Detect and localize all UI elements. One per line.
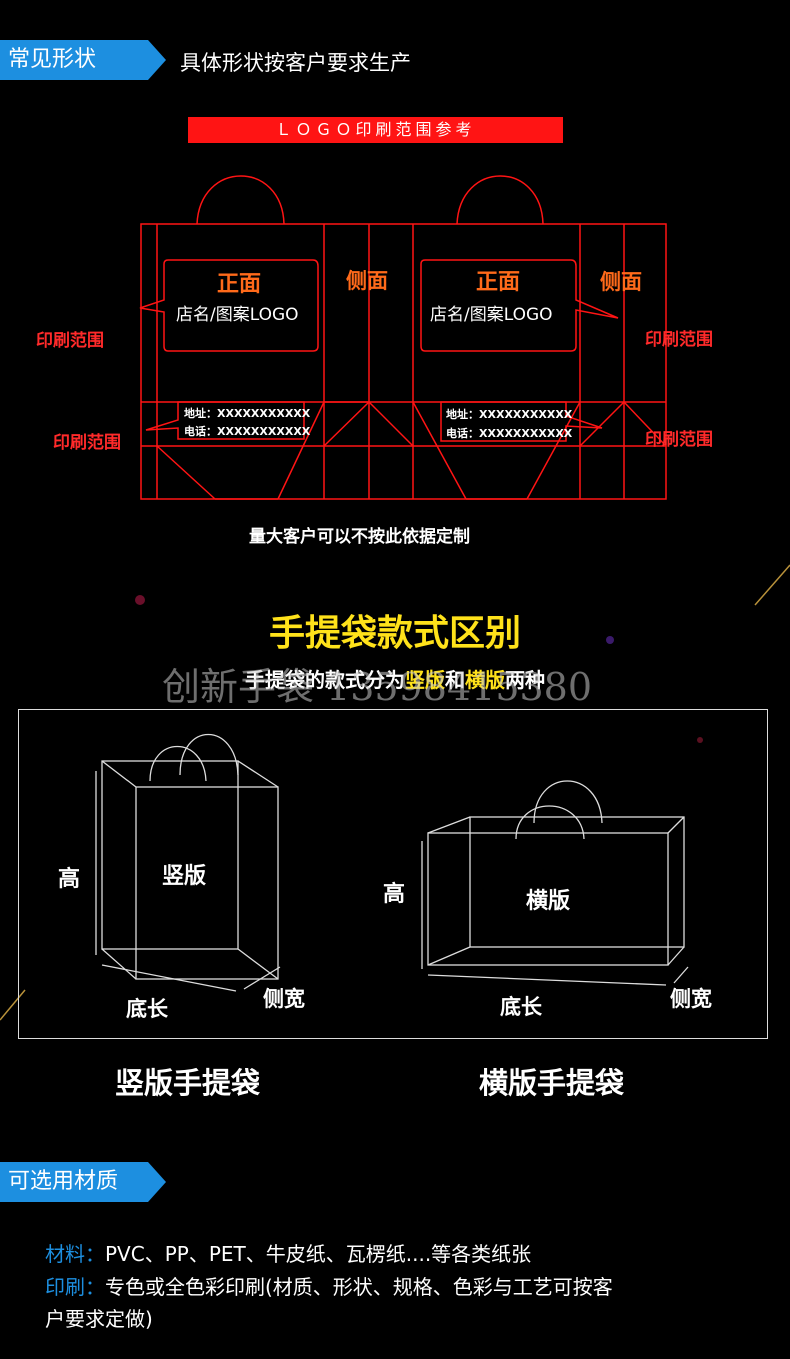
desc-suffix: 两种 [505, 668, 545, 692]
print-range-label-2: 印刷范围 [53, 433, 121, 453]
material-key: 材料： [45, 1242, 105, 1266]
material-value: PVC、PP、PET、牛皮纸、瓦楞纸....等各类纸张 [105, 1242, 532, 1266]
front-label-left: 正面 [217, 272, 262, 297]
decorative-streaks [0, 564, 790, 1021]
horizontal-label: 横版 [526, 889, 571, 914]
desc-vertical: 竖版 [405, 668, 445, 692]
vertical-bag-caption: 竖版手提袋 [115, 1066, 261, 1100]
desc-horizontal: 横版 [465, 668, 505, 692]
print-key: 印刷： [45, 1275, 105, 1299]
bag-dieline-diagram [139, 175, 667, 500]
side-label-left: 侧面 [346, 269, 388, 293]
bag-comparison-diagram [95, 734, 689, 992]
section-ribbon-shapes: 常见形状 [0, 40, 166, 80]
desc-and: 和 [445, 668, 465, 692]
side-width-label-horizontal: 侧宽 [670, 987, 712, 1011]
store-logo-left: 店名/图案LOGO [176, 305, 299, 325]
style-difference-title: 手提袋款式区别 [268, 613, 521, 654]
base-length-label-horizontal: 底长 [500, 995, 542, 1019]
section-subtitle: 具体形状按客户要求生产 [180, 51, 411, 75]
print-line-continued: 户要求定做) [45, 1307, 153, 1331]
custom-note: 量大客户可以不按此依据定制 [249, 527, 470, 547]
address-right: 地址：XXXXXXXXXXX [446, 408, 573, 421]
side-width-label-vertical: 侧宽 [263, 987, 305, 1011]
print-range-label-3: 印刷范围 [645, 330, 713, 350]
store-logo-right: 店名/图案LOGO [430, 305, 553, 325]
print-value: 专色或全色彩印刷(材质、形状、规格、色彩与工艺可按客 [105, 1275, 613, 1299]
vertical-label: 竖版 [162, 864, 207, 889]
front-label-right: 正面 [476, 270, 521, 295]
print-range-label-1: 印刷范围 [36, 331, 104, 351]
horizontal-bag-caption: 横版手提袋 [479, 1066, 625, 1100]
material-line: 材料：PVC、PP、PET、牛皮纸、瓦楞纸....等各类纸张 [45, 1238, 531, 1267]
style-description: 手提袋的款式分为竖版和横版两种 [0, 664, 790, 693]
phone-right: 电话：XXXXXXXXXXX [446, 427, 573, 440]
height-label-vertical: 高 [58, 867, 81, 892]
ribbon-label: 常见形状 [8, 47, 97, 72]
desc-prefix: 手提袋的款式分为 [245, 668, 405, 692]
print-line: 印刷：专色或全色彩印刷(材质、形状、规格、色彩与工艺可按客 [45, 1271, 613, 1300]
handle-right [456, 175, 544, 225]
base-length-label-vertical: 底长 [126, 997, 168, 1021]
height-label-horizontal: 高 [383, 882, 406, 907]
print-range-label-4: 印刷范围 [645, 430, 713, 450]
comparison-frame [18, 709, 768, 1039]
side-label-right: 侧面 [600, 270, 642, 294]
logo-range-bar: ＬＯＧＯ印刷范围参考 [188, 117, 563, 143]
ribbon-label: 可选用材质 [8, 1169, 119, 1194]
address-left: 地址：XXXXXXXXXXX [184, 407, 311, 420]
handle-left [196, 175, 285, 225]
phone-left: 电话：XXXXXXXXXXX [184, 425, 311, 438]
watermark: 创新手袋 13598415380 [162, 665, 593, 709]
section-ribbon-materials: 可选用材质 [0, 1162, 166, 1202]
